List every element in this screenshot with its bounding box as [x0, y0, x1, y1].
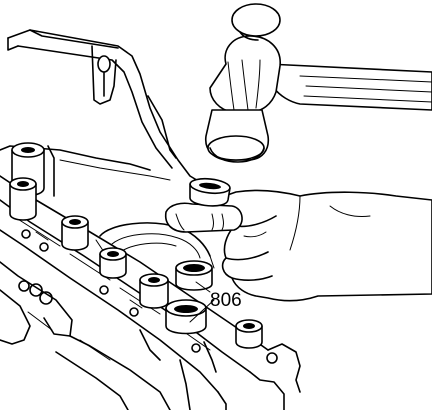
callout-leaders [189, 281, 215, 323]
boss-bushings [9, 142, 263, 349]
hand [164, 177, 432, 302]
housing-casting [0, 29, 201, 183]
boss-strip [0, 175, 301, 410]
callout-806: 806 [210, 290, 242, 311]
hammer [205, 3, 432, 163]
lower-casting [0, 261, 217, 410]
bushing-806 [175, 260, 213, 291]
